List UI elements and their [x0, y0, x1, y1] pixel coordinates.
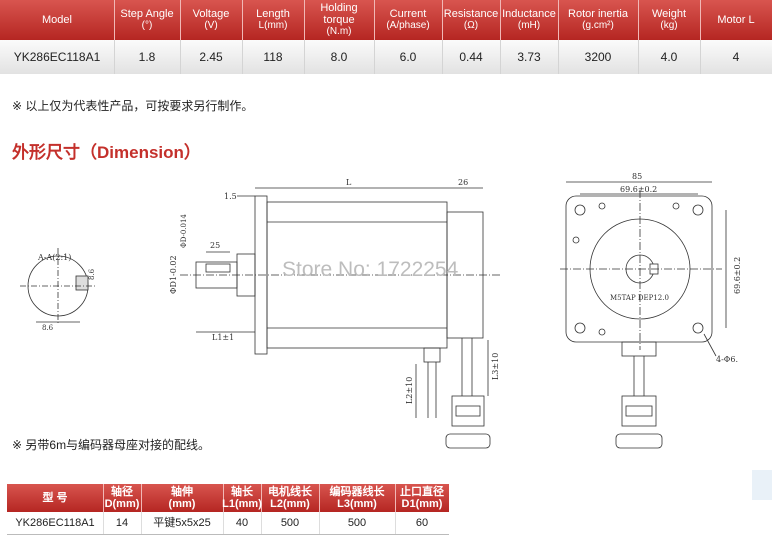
spec-cell-model: YK286EC118A1 — [0, 40, 115, 74]
spec-cell-weight: 4.0 — [638, 40, 701, 74]
thread-label: M5TAP DEP12.0 — [610, 294, 669, 302]
dim-cell-motor-cable: 500 — [261, 512, 320, 534]
tap-hole-4 — [598, 328, 606, 336]
d-sub-connector — [445, 433, 491, 449]
tap-hole-2 — [672, 202, 680, 210]
spec-header-step-angle: Step Angle(°) — [114, 0, 181, 40]
dim-cell-shaft-len: 40 — [223, 512, 262, 534]
dim-cell-pilot-dia: 60 — [415, 517, 429, 529]
encoder-connector — [451, 395, 485, 427]
section-view: A-A(2:1) 8.6 8.6 — [20, 248, 96, 332]
spec-header-holding-torque: Holding torque(N.m) — [304, 0, 375, 40]
spec-cell-length: 118 — [242, 40, 305, 74]
section-label: A-A(2:1) — [37, 253, 71, 262]
dim-cell-shaft-dia: 14 — [103, 512, 142, 534]
tap-hole-1 — [598, 202, 606, 210]
side-panel-edge — [752, 470, 772, 500]
dim-L: L — [346, 178, 352, 187]
front-view: M5TAP DEP12.0 85 69.6±0.2 69.6±0.2 4-Φ6. — [560, 172, 742, 449]
dim-D: ΦD-0.014 — [180, 214, 188, 248]
dimension-drawing: A-A(2:1) 8.6 8.6 L 26 1.5 25 L1±1 ΦD1-0.… — [20, 172, 742, 449]
dim-D1: ΦD1-0.02 — [169, 255, 178, 294]
mount-hole-br — [692, 322, 704, 334]
section-title: 外形尺寸（Dimension） — [12, 143, 201, 162]
key-height-label: 8.6 — [88, 268, 96, 280]
dim-cell-encoder-cable: 500 — [319, 512, 396, 534]
spec-header-rotor-inertia: Rotor inertia(g.cm²) — [558, 0, 639, 40]
dim-header-shaft-ext: 轴伸(mm) — [141, 484, 224, 512]
spec-header-inductance: Inductance(mH) — [500, 0, 559, 40]
dim-cell-shaft-ext: 平键5x5x25 — [141, 512, 224, 534]
dim-header-model: 型 号 — [7, 484, 104, 512]
dim-1-5: 1.5 — [224, 192, 237, 201]
dim-L2: L2±10 — [405, 377, 414, 404]
shaft-key — [205, 263, 231, 273]
key-width-label: 8.6 — [42, 324, 54, 332]
dim-69-6-v: 69.6±0.2 — [733, 257, 742, 294]
holes-leader — [703, 333, 717, 357]
spec-header-resistance: Resistance(Ω) — [442, 0, 501, 40]
dim-cell-model: YK286EC118A1 — [7, 512, 104, 534]
spec-cell-motor-l: 4 — [732, 50, 740, 64]
encoder-connector-face — [455, 405, 481, 417]
dim-L3: L3±10 — [491, 353, 500, 380]
spec-header-motor-l: Motor L — [717, 14, 755, 26]
dim-85: 85 — [632, 172, 642, 181]
dim-26: 26 — [458, 178, 468, 187]
spec-header-weight: Weight(kg) — [638, 0, 701, 40]
store-watermark: Store No: 1722254 — [282, 258, 459, 281]
mount-hole-tl — [574, 204, 586, 216]
front-cable-gland — [621, 341, 657, 357]
spec-table-row: YK286EC118A1 1.8 2.45 118 8.0 6.0 0.44 3… — [0, 40, 772, 74]
spec-cell-step-angle: 1.8 — [114, 40, 181, 74]
spec-cell-voltage: 2.45 — [180, 40, 243, 74]
holes-label: 4-Φ6. — [716, 355, 738, 364]
dimension-table-row: YK286EC118A1 14 平键5x5x25 40 500 500 60 — [7, 512, 449, 535]
front-encoder-connector — [621, 395, 657, 427]
spec-cell-current: 6.0 — [374, 40, 443, 74]
note-custom: ※ 以上仅为代表性产品，可按要求另行制作。 — [12, 99, 254, 113]
spec-cell-resistance: 0.44 — [442, 40, 501, 74]
spec-header-model: Model — [0, 0, 115, 40]
dim-69-6: 69.6±0.2 — [620, 185, 657, 194]
mount-hole-tr — [692, 204, 704, 216]
spec-cell-inductance: 3.73 — [500, 40, 559, 74]
tap-hole-3 — [572, 236, 580, 244]
dim-25: 25 — [210, 241, 220, 250]
spec-header-current: Current(A/phase) — [374, 0, 443, 40]
front-d-sub — [615, 433, 663, 449]
key-slot — [75, 275, 89, 291]
spec-cell-holding-torque: 8.0 — [304, 40, 375, 74]
dim-L1: L1±1 — [212, 333, 234, 342]
spec-cell-rotor-inertia: 3200 — [558, 40, 639, 74]
side-view: L 26 1.5 25 L1±1 ΦD1-0.02 ΦD-0.014 L3±10… — [169, 178, 500, 449]
mount-hole-bl — [574, 322, 586, 334]
note-cable: ※ 另带6m与编码器母座对接的配线。 — [12, 438, 211, 452]
motor-cable-gland — [423, 347, 441, 363]
front-encoder-face — [625, 405, 653, 417]
spec-header-voltage: Voltage(V) — [180, 0, 243, 40]
